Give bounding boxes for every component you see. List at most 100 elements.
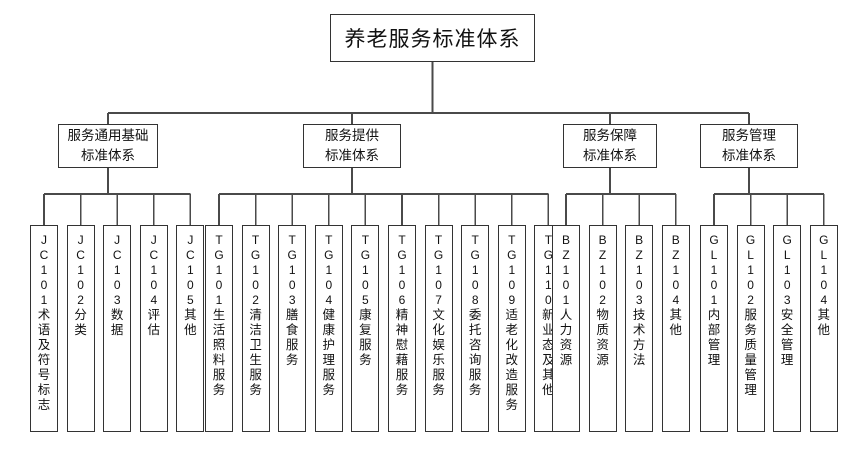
leaf-label-char: 资 (559, 338, 573, 352)
leaf-label-char: 质 (744, 338, 757, 352)
leaf-label-char: 数 (110, 308, 124, 322)
leaf-code-char: 8 (471, 293, 479, 307)
root-node[interactable]: 养老服务标准体系 (330, 14, 535, 62)
leaf-code-char: Z (562, 248, 570, 262)
category-node-bz[interactable]: 服务保障标准体系 (563, 124, 657, 168)
leaf-code-char: 0 (288, 278, 296, 292)
leaf-label-char: 估 (147, 323, 161, 337)
leaf-label-char: 及 (37, 338, 51, 352)
leaf-code-char: C (186, 248, 195, 262)
leaf-code-char: 1 (635, 263, 643, 277)
leaf-code-char: 1 (40, 263, 48, 277)
leaf-label-char: 评 (147, 308, 161, 322)
leaf-label-char: 据 (110, 323, 124, 337)
leaf-label-char: 全 (780, 323, 794, 337)
leaf-label-char: 理 (322, 353, 336, 367)
leaf-label-char: 他 (542, 383, 555, 397)
leaf-label-char: 其 (817, 308, 831, 322)
leaf-code-char: T (398, 233, 406, 247)
leaf-code-char: 3 (783, 293, 791, 307)
category-node-tg[interactable]: 服务提供标准体系 (303, 124, 401, 168)
leaf-code-char: 0 (40, 278, 48, 292)
leaf-label-char: 他 (184, 323, 197, 337)
leaf-code-char: 0 (187, 278, 194, 292)
leaf-label-char: 分 (74, 308, 87, 322)
leaf-label-char: 术 (632, 323, 646, 337)
leaf-code-char: 2 (747, 293, 754, 307)
leaf-code-char: 0 (77, 278, 84, 292)
leaf-label-char: 生 (249, 353, 262, 367)
leaf-code-char: 2 (77, 293, 84, 307)
leaf-label-char: 新 (542, 308, 555, 322)
leaf-code-char: 1 (710, 293, 718, 307)
leaf-label-char: 食 (285, 323, 299, 337)
leaf-code-char: G (507, 248, 517, 262)
leaf-label-char: 适 (505, 308, 519, 322)
leaf-label-char: 其 (542, 368, 555, 382)
leaf-code-char: 0 (635, 278, 643, 292)
leaf-label-char: 化 (432, 323, 445, 337)
leaf-label-char: 量 (744, 353, 757, 367)
leaf-label-char: 生 (212, 308, 226, 322)
leaf-label-char: 理 (744, 383, 757, 397)
leaf-label-char: 方 (632, 338, 646, 352)
leaf-label-char: 神 (395, 323, 409, 337)
leaf-label-char: 资 (596, 338, 609, 352)
leaf-code-char: G (782, 233, 792, 247)
category-node-jc[interactable]: 服务通用基础标准体系 (58, 124, 158, 168)
leaf-label-char: 改 (505, 353, 519, 367)
leaf-code-char: 0 (599, 278, 606, 292)
leaf-label-char: 服 (432, 368, 445, 382)
leaf-code-char: T (251, 233, 260, 247)
leaf-code-char: L (783, 248, 791, 262)
leaf-code-char: 0 (471, 278, 479, 292)
leaf-code-char: 2 (599, 293, 606, 307)
leaf-code-char: T (215, 233, 223, 247)
leaf-label-char: 术 (37, 308, 51, 322)
leaf-label-char: 质 (596, 323, 609, 337)
leaf-code-char: 0 (252, 278, 259, 292)
leaf-label-char: 慰 (395, 338, 409, 352)
leaf-label-char: 务 (285, 353, 299, 367)
leaf-label-char: 清 (249, 308, 262, 322)
category-node-label-line1: 服务提供 (325, 128, 379, 144)
leaf-label-char: 藉 (395, 353, 409, 367)
leaf-code-char: 0 (747, 278, 754, 292)
leaf-code-char: 1 (747, 263, 754, 277)
leaf-code-char: G (324, 248, 334, 262)
leaf-code-char: 1 (783, 263, 791, 277)
category-node-gl[interactable]: 服务管理标准体系 (700, 124, 798, 168)
leaf-code-char: 7 (435, 293, 442, 307)
leaf-code-char: J (114, 233, 121, 247)
leaf-code-char: G (287, 248, 297, 262)
